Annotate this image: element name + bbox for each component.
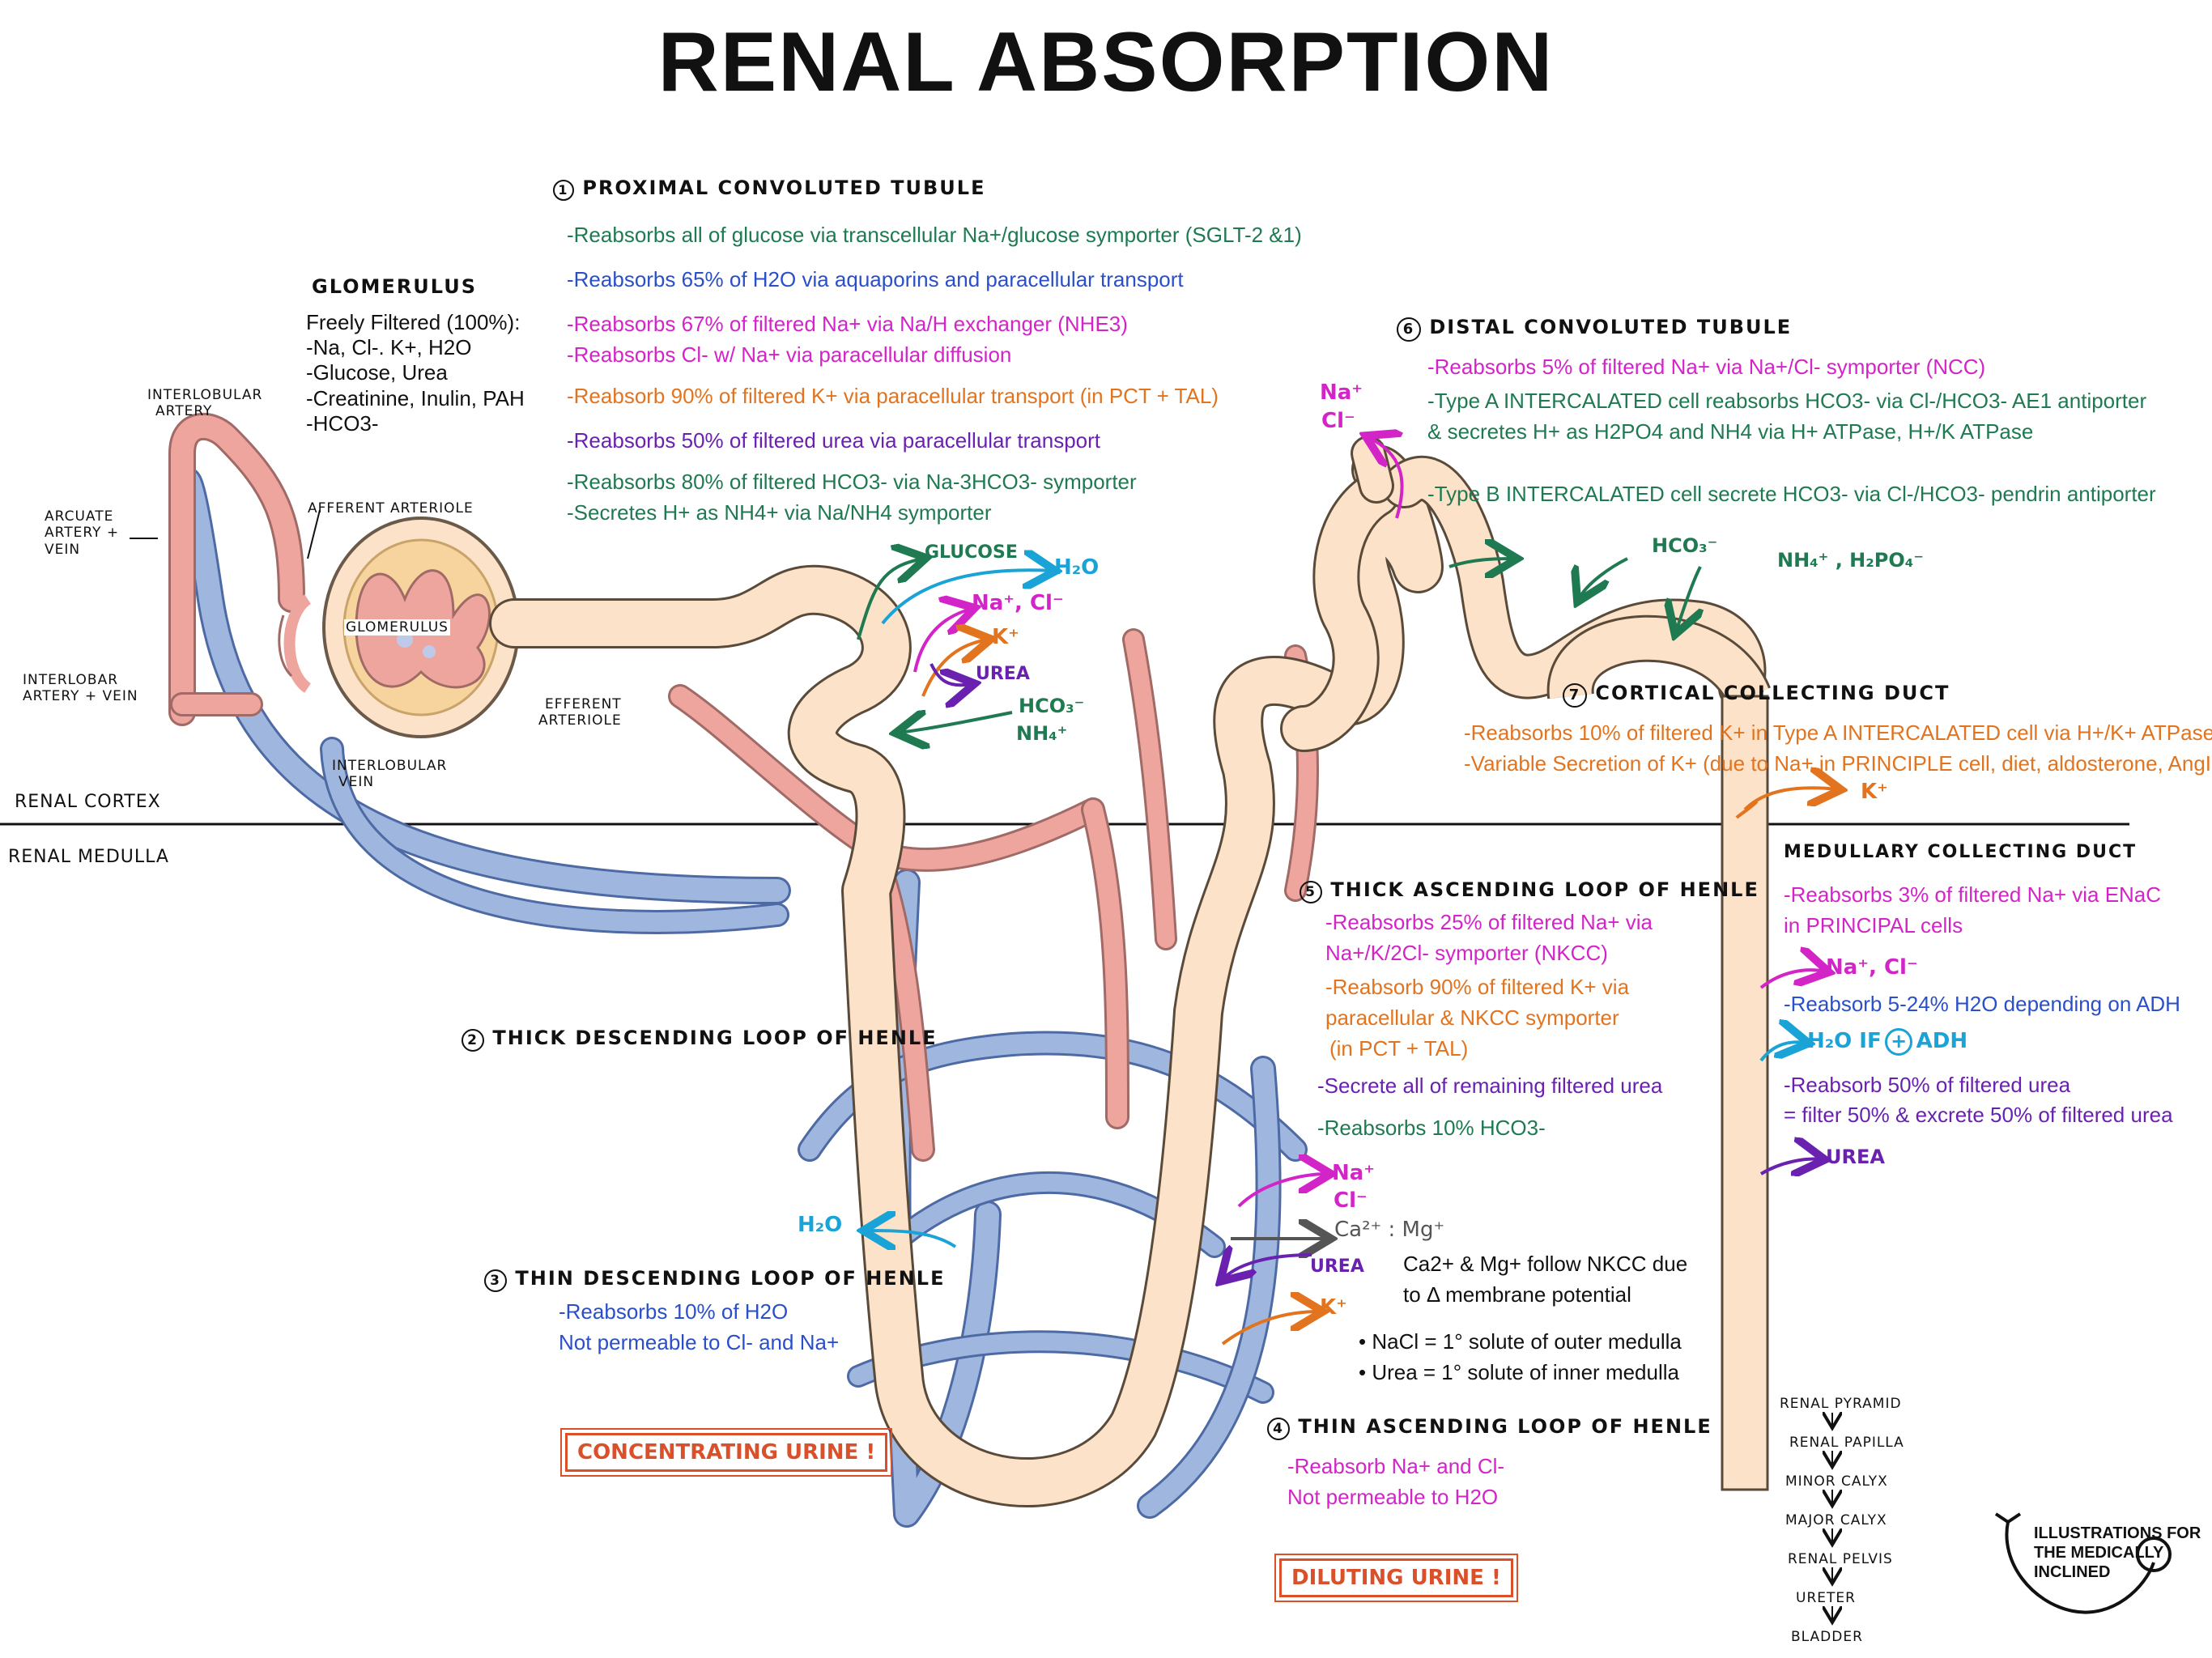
interlobular-vein-label: INTERLOBULAR VEIN <box>332 758 448 791</box>
mcd-ion-h2o-adh: H₂O IF + ADH <box>1807 1028 1967 1056</box>
tal-heading: 5 THICK ASCENDING LOOP OF HENLE <box>1300 878 1759 903</box>
mcd-line-adh: -Reabsorb 5-24% H2O depending on ADH <box>1784 992 2180 1016</box>
thin-ascending-line-na: -Reabsorb Na+ and Cl- <box>1287 1454 1505 1478</box>
pct-ion-nh4: NH₄⁺ <box>1016 722 1068 745</box>
pathway-renal-pyramid: RENAL PYRAMID <box>1780 1396 1902 1412</box>
pathway-major-calyx: MAJOR CALYX <box>1785 1512 1887 1528</box>
pct-line-nh4: -Secretes H+ as NH4+ via Na/NH4 symporte… <box>567 500 992 525</box>
zone-medulla-label: RENAL MEDULLA <box>8 847 169 867</box>
dct-line-type-b: -Type B INTERCALATED cell secrete HCO3- … <box>1427 482 2156 506</box>
thin-descending-ion-h2o: H₂O <box>798 1213 843 1237</box>
pct-heading: 1 PROXIMAL CONVOLUTED TUBULE <box>553 176 985 201</box>
tal-line-urea: -Secrete all of remaining filtered urea <box>1317 1073 1663 1098</box>
pct-ion-k: K⁺ <box>992 625 1019 649</box>
transport-arrows <box>858 437 1838 1346</box>
mcd-line-enac: -Reabsorbs 3% of filtered Na+ via ENaC <box>1784 882 2162 907</box>
tal-bullet-urea: • Urea = 1° solute of inner medulla <box>1359 1360 1679 1384</box>
nephron-tubule <box>489 436 1767 1507</box>
pct-ion-urea: UREA <box>976 664 1030 684</box>
pct-line-cl: -Reabsorbs Cl- w/ Na+ via paracellular d… <box>567 342 1012 367</box>
tal-ion-k: K⁺ <box>1320 1295 1347 1320</box>
label-pointers <box>130 509 321 559</box>
dct-line-type-a: -Type A INTERCALATED cell reabsorbs HCO3… <box>1427 389 2147 413</box>
dct-heading: 6 DISTAL CONVOLUTED TUBULE <box>1397 316 1792 342</box>
efferent-arteriole-label: EFFERENT ARTERIOLE <box>538 696 622 729</box>
zone-cortex-label: RENAL CORTEX <box>15 792 161 812</box>
ccd-number: 7 <box>1563 683 1587 708</box>
dct-line-type-a-secretes: & secretes H+ as H2PO4 and NH4 via H+ AT… <box>1427 419 2034 444</box>
tal-ion-ca-mg: Ca²⁺ : Mg⁺ <box>1334 1218 1445 1242</box>
pathway-bladder: BLADDER <box>1791 1629 1863 1645</box>
ccd-heading: 7 CORTICAL COLLECTING DUCT <box>1563 682 1950 708</box>
thin-descending-line-perm: Not permeable to Cl- and Na+ <box>559 1330 840 1354</box>
pathway-ureter: URETER <box>1796 1590 1856 1606</box>
pct-line-urea: -Reabsorbs 50% of filtered urea via para… <box>567 428 1101 453</box>
pct-line-na: -Reabsorbs 67% of filtered Na+ via Na/H … <box>567 312 1128 336</box>
dct-line-ncc: -Reabsorbs 5% of filtered Na+ via Na+/Cl… <box>1427 355 1986 379</box>
thick-descending-heading: 2 THICK DESCENDING LOOP OF HENLE <box>462 1027 938 1052</box>
glomerulus-heading: GLOMERULUS <box>312 275 477 298</box>
dct-ion-nh4-h2po4: NH₄⁺ , H₂PO₄⁻ <box>1777 549 1924 572</box>
ccd-line-reabsorb-k: -Reabsorbs 10% of filtered K+ in Type A … <box>1464 721 2212 745</box>
concentrating-urine-badge: CONCENTRATING URINE ! <box>559 1428 893 1477</box>
tal-ion-urea: UREA <box>1310 1256 1364 1277</box>
pct-number: 1 <box>553 180 574 201</box>
mcd-line-principal: in PRINCIPAL cells <box>1784 913 1963 937</box>
tal-ion-na: Na⁺ <box>1332 1161 1376 1185</box>
collecting-duct <box>1546 614 1771 1491</box>
mcd-heading: MEDULLARY COLLECTING DUCT <box>1784 842 2138 862</box>
tal-note-line1: Ca2+ & Mg+ follow NKCC due <box>1403 1252 1688 1276</box>
pct-ion-nacl: Na⁺, Cl⁻ <box>972 591 1064 615</box>
tal-bullet-nacl: • NaCl = 1° solute of outer medulla <box>1359 1329 1682 1354</box>
mcd-line-urea-filter: = filter 50% & excrete 50% of filtered u… <box>1784 1103 2173 1127</box>
pct-ion-h2o: H₂O <box>1054 555 1100 580</box>
logo: ILLUSTRATIONS FOR THE MEDICALLY INCLINED <box>2034 1524 2201 1581</box>
mcd-line-urea: -Reabsorb 50% of filtered urea <box>1784 1073 2071 1097</box>
tal-line-na: -Reabsorbs 25% of filtered Na+ via <box>1325 910 1653 934</box>
tal-note-line2: to Δ membrane potential <box>1403 1282 1631 1307</box>
thin-descending-line-h2o: -Reabsorbs 10% of H2O <box>559 1299 789 1324</box>
ccd-line-secretion-k: -Variable Secretion of K+ (due to Na+ in… <box>1464 751 2212 776</box>
interlobar-label: INTERLOBAR ARTERY + VEIN <box>23 672 138 705</box>
tal-line-nkcc: Na+/K/2Cl- symporter (NKCC) <box>1325 941 1608 965</box>
thick-descending-number: 2 <box>462 1029 484 1052</box>
tal-line-pct-tal: (in PCT + TAL) <box>1329 1036 1469 1061</box>
tal-line-paracellular: paracellular & NKCC symporter <box>1325 1005 1619 1030</box>
dct-ion-na: Na⁺ <box>1320 380 1363 405</box>
dct-number: 6 <box>1397 317 1421 342</box>
pct-line-hco3: -Reabsorbs 80% of filtered HCO3- via Na-… <box>567 470 1137 494</box>
mcd-ion-urea: UREA <box>1826 1146 1885 1168</box>
plus-icon: + <box>1885 1028 1913 1056</box>
glomerulus-list: Freely Filtered (100%): -Na, Cl-. K+, H2… <box>306 310 525 436</box>
page-title: RENAL ABSORPTION <box>657 15 1555 109</box>
thin-descending-number: 3 <box>484 1269 507 1292</box>
dct-ion-cl: Cl⁻ <box>1321 409 1355 433</box>
pct-ion-hco3: HCO₃⁻ <box>1019 695 1085 717</box>
mcd-ion-nacl: Na⁺, Cl⁻ <box>1826 955 1918 980</box>
tal-line-hco3: -Reabsorbs 10% HCO3- <box>1317 1116 1546 1140</box>
tal-number: 5 <box>1300 881 1322 903</box>
pct-line-h2o: -Reabsorbs 65% of H2O via aquaporins and… <box>567 267 1184 291</box>
pct-line-k: -Reabsorb 90% of filtered K+ via paracel… <box>567 384 1219 408</box>
pathway-renal-papilla: RENAL PAPILLA <box>1789 1435 1904 1451</box>
pct-ion-glucose: GLUCOSE <box>925 542 1018 563</box>
thin-ascending-number: 4 <box>1267 1418 1290 1440</box>
interlobular-artery-label: INTERLOBULAR ARTERY <box>147 387 263 420</box>
pathway-minor-calyx: MINOR CALYX <box>1785 1473 1888 1490</box>
pct-line-glucose: -Reabsorbs all of glucose via transcellu… <box>567 223 1302 247</box>
arcuate-label: ARCUATE ARTERY + VEIN <box>45 508 120 558</box>
diluting-urine-badge: DILUTING URINE ! <box>1274 1554 1518 1602</box>
tal-line-k: -Reabsorb 90% of filtered K+ via <box>1325 975 1630 999</box>
glomerulus-diagram-label: GLOMERULUS <box>344 619 450 636</box>
pathway-renal-pelvis: RENAL PELVIS <box>1788 1551 1893 1567</box>
thin-ascending-line-perm: Not permeable to H2O <box>1287 1485 1499 1509</box>
ccd-ion-k: K⁺ <box>1861 780 1888 804</box>
afferent-arteriole-label: AFFERENT ARTERIOLE <box>308 500 474 517</box>
tal-ion-cl: Cl⁻ <box>1334 1188 1368 1213</box>
dct-ion-hco3: HCO₃⁻ <box>1652 534 1718 557</box>
thin-descending-heading: 3 THIN DESCENDING LOOP OF HENLE <box>484 1267 945 1292</box>
thin-ascending-heading: 4 THIN ASCENDING LOOP OF HENLE <box>1267 1415 1712 1440</box>
logo-stethoscope-icon <box>1994 1512 2172 1614</box>
